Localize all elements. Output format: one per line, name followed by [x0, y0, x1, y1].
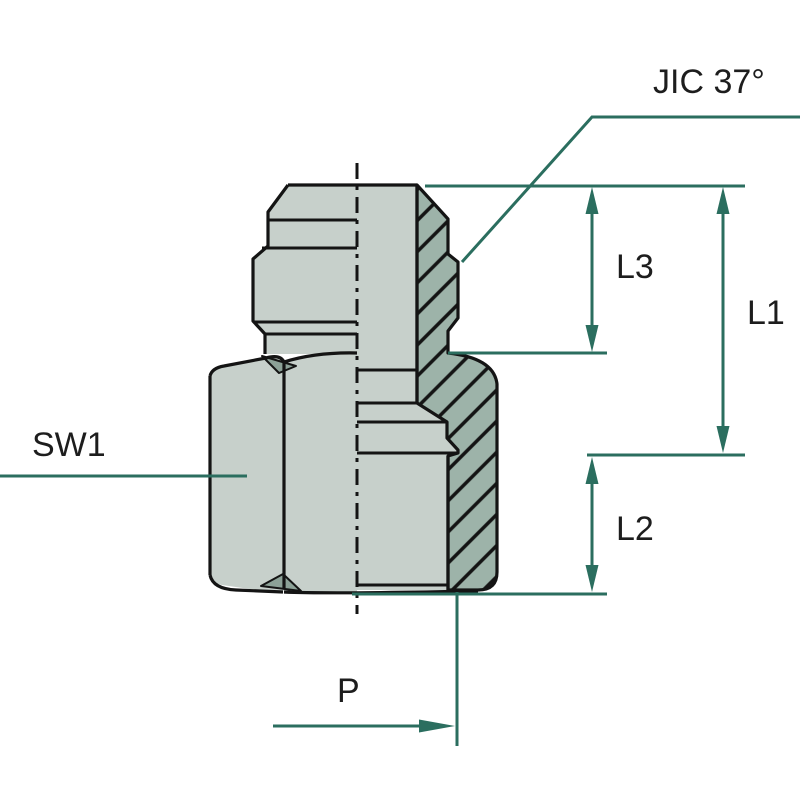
arrowhead-down-icon [585, 325, 599, 352]
dim-p [273, 592, 459, 746]
arrowhead-right-icon [419, 719, 455, 733]
dim-l3 [585, 187, 599, 352]
labels: JIC 37° L3 L1 L2 SW1 P [32, 63, 785, 710]
arrowhead-down-icon [716, 426, 730, 453]
hex-front-face [284, 353, 357, 593]
arrowhead-up-icon [716, 187, 730, 214]
male-end-external [253, 185, 357, 354]
hex-top-chamfer-notch [261, 355, 297, 374]
l1-label: L1 [747, 294, 785, 332]
jic-leader-line [460, 115, 800, 264]
hex-top-edge [208, 351, 358, 377]
p-label: P [337, 672, 360, 710]
hex-left-face [210, 355, 284, 593]
l3-label: L3 [616, 248, 654, 286]
l2-label: L2 [616, 510, 654, 548]
hex-bottom-chamfer-notch [260, 573, 302, 592]
fitting-body [208, 163, 499, 614]
bore-interior [357, 185, 458, 590]
dimensions [0, 115, 800, 746]
dim-l1 [716, 187, 730, 453]
thread-type-label: JIC 37° [653, 63, 765, 101]
sw1-label: SW1 [32, 426, 106, 464]
dim-l2 [585, 457, 599, 592]
arrowhead-up-icon [585, 457, 599, 484]
arrowhead-down-icon [585, 565, 599, 592]
arrowhead-up-icon [585, 187, 599, 214]
